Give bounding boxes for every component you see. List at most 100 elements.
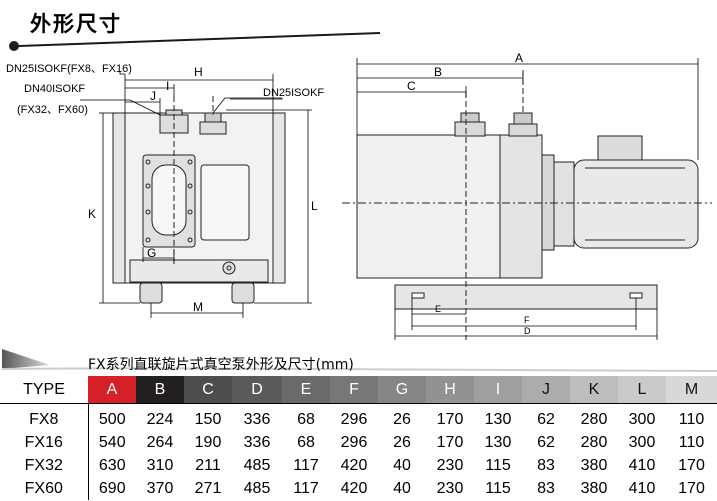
column-header-c: C — [184, 376, 232, 404]
side-view — [342, 70, 712, 340]
value-cell: 410 — [628, 456, 656, 474]
outlet-note: DN25ISOKF — [263, 87, 324, 99]
table-title: FX系列直联旋片式真空泵外形及尺寸(mm) — [88, 357, 354, 373]
value-cell: 170 — [678, 479, 705, 497]
column-header-k: K — [570, 376, 618, 404]
value-cell: 370 — [146, 479, 174, 497]
model-cell: FX16 — [24, 433, 63, 451]
value-cell: 300 — [628, 410, 656, 428]
column-header-d: D — [232, 376, 282, 404]
value-cell: 280 — [580, 410, 608, 428]
value-cell: 336 — [243, 410, 271, 428]
value-cell: 40 — [393, 479, 411, 497]
front-dimensions — [80, 72, 312, 318]
value-cell: 110 — [678, 410, 705, 428]
model-cell: FX8 — [29, 410, 59, 428]
motor-front-cap — [553, 161, 575, 247]
value-cell: 170 — [678, 456, 705, 474]
value-cell: 62 — [537, 410, 555, 428]
side-outlet-flange — [508, 123, 538, 137]
bullet-dot-icon — [9, 41, 19, 51]
column-header-l: L — [618, 376, 666, 404]
dim-label-g: G — [147, 246, 156, 260]
value-cell: 26 — [393, 433, 411, 451]
value-cell: 420 — [340, 479, 368, 497]
value-cell: 83 — [537, 456, 555, 474]
model-cell: FX60 — [24, 479, 63, 497]
value-cell: 271 — [194, 479, 222, 497]
base-plate — [394, 284, 658, 310]
column-header-i: I — [474, 376, 522, 404]
value-cell: 170 — [436, 433, 464, 451]
value-cell: 68 — [297, 410, 315, 428]
value-cell: 630 — [87, 454, 136, 477]
column-header-j: J — [522, 376, 570, 404]
inlet-note-2: DN40ISOKF — [24, 83, 85, 95]
table-banner — [1, 349, 717, 372]
column-header-m: M — [666, 376, 717, 404]
value-cell: 380 — [580, 456, 608, 474]
dim-label-k: K — [88, 207, 96, 221]
value-cell: 68 — [297, 433, 315, 451]
value-cell: 420 — [340, 456, 368, 474]
value-cell: 230 — [436, 479, 464, 497]
column-header-f: F — [330, 376, 378, 404]
value-cell: 211 — [195, 456, 221, 474]
value-cell: 150 — [194, 410, 222, 428]
value-cell: 115 — [485, 456, 511, 474]
value-cell: 230 — [436, 456, 464, 474]
header-underline — [18, 32, 381, 47]
value-cell: 296 — [340, 410, 368, 428]
value-cell: 170 — [436, 410, 464, 428]
value-cell: 190 — [194, 433, 222, 451]
value-cell: 117 — [293, 456, 319, 474]
dimension-drawing: DN25ISOKF(FX8、FX16) DN40ISOKF (FX32、FX60… — [6, 51, 712, 340]
column-header-b: B — [136, 376, 184, 404]
dim-label-f: F — [524, 315, 530, 325]
side-inlet-flange — [454, 121, 486, 137]
foot-left — [139, 282, 163, 304]
value-cell: 310 — [146, 456, 174, 474]
header-decoration — [9, 32, 381, 51]
value-cell: 224 — [146, 410, 174, 428]
section-title: 外形尺寸 — [30, 11, 122, 36]
dim-label-c: C — [407, 79, 416, 93]
section-header: 外形尺寸 — [0, 0, 717, 60]
inlet-note-1: DN25ISOKF(FX8、FX16) — [6, 63, 132, 75]
inlet-note-3: (FX32、FX60) — [17, 104, 88, 116]
column-header-g: G — [378, 376, 426, 404]
pump-body — [356, 134, 501, 279]
terminal-box — [597, 135, 643, 161]
value-cell: 83 — [537, 479, 555, 497]
column-header-e: E — [282, 376, 330, 404]
value-cell: 264 — [146, 433, 174, 451]
value-cell: 117 — [293, 479, 319, 497]
column-header-a: A — [88, 376, 136, 404]
dim-label-e: E — [435, 304, 441, 314]
value-cell: 115 — [485, 479, 511, 497]
value-cell: 500 — [87, 404, 136, 431]
model-cell: FX32 — [24, 456, 63, 474]
value-cell: 110 — [678, 433, 705, 451]
value-cell: 485 — [243, 456, 271, 474]
value-cell: 280 — [580, 433, 608, 451]
value-cell: 130 — [484, 433, 512, 451]
value-cell: 485 — [243, 479, 271, 497]
banner-wedge — [2, 349, 50, 369]
dim-label-i: I — [166, 79, 169, 93]
value-cell: 380 — [580, 479, 608, 497]
dim-label-h: H — [194, 65, 203, 79]
dim-label-l: L — [311, 199, 318, 213]
value-cell: 62 — [537, 433, 555, 451]
value-cell: 296 — [340, 433, 368, 451]
value-cell: 690 — [87, 477, 136, 500]
dim-label-d: D — [524, 326, 531, 336]
value-cell: 336 — [243, 433, 271, 451]
